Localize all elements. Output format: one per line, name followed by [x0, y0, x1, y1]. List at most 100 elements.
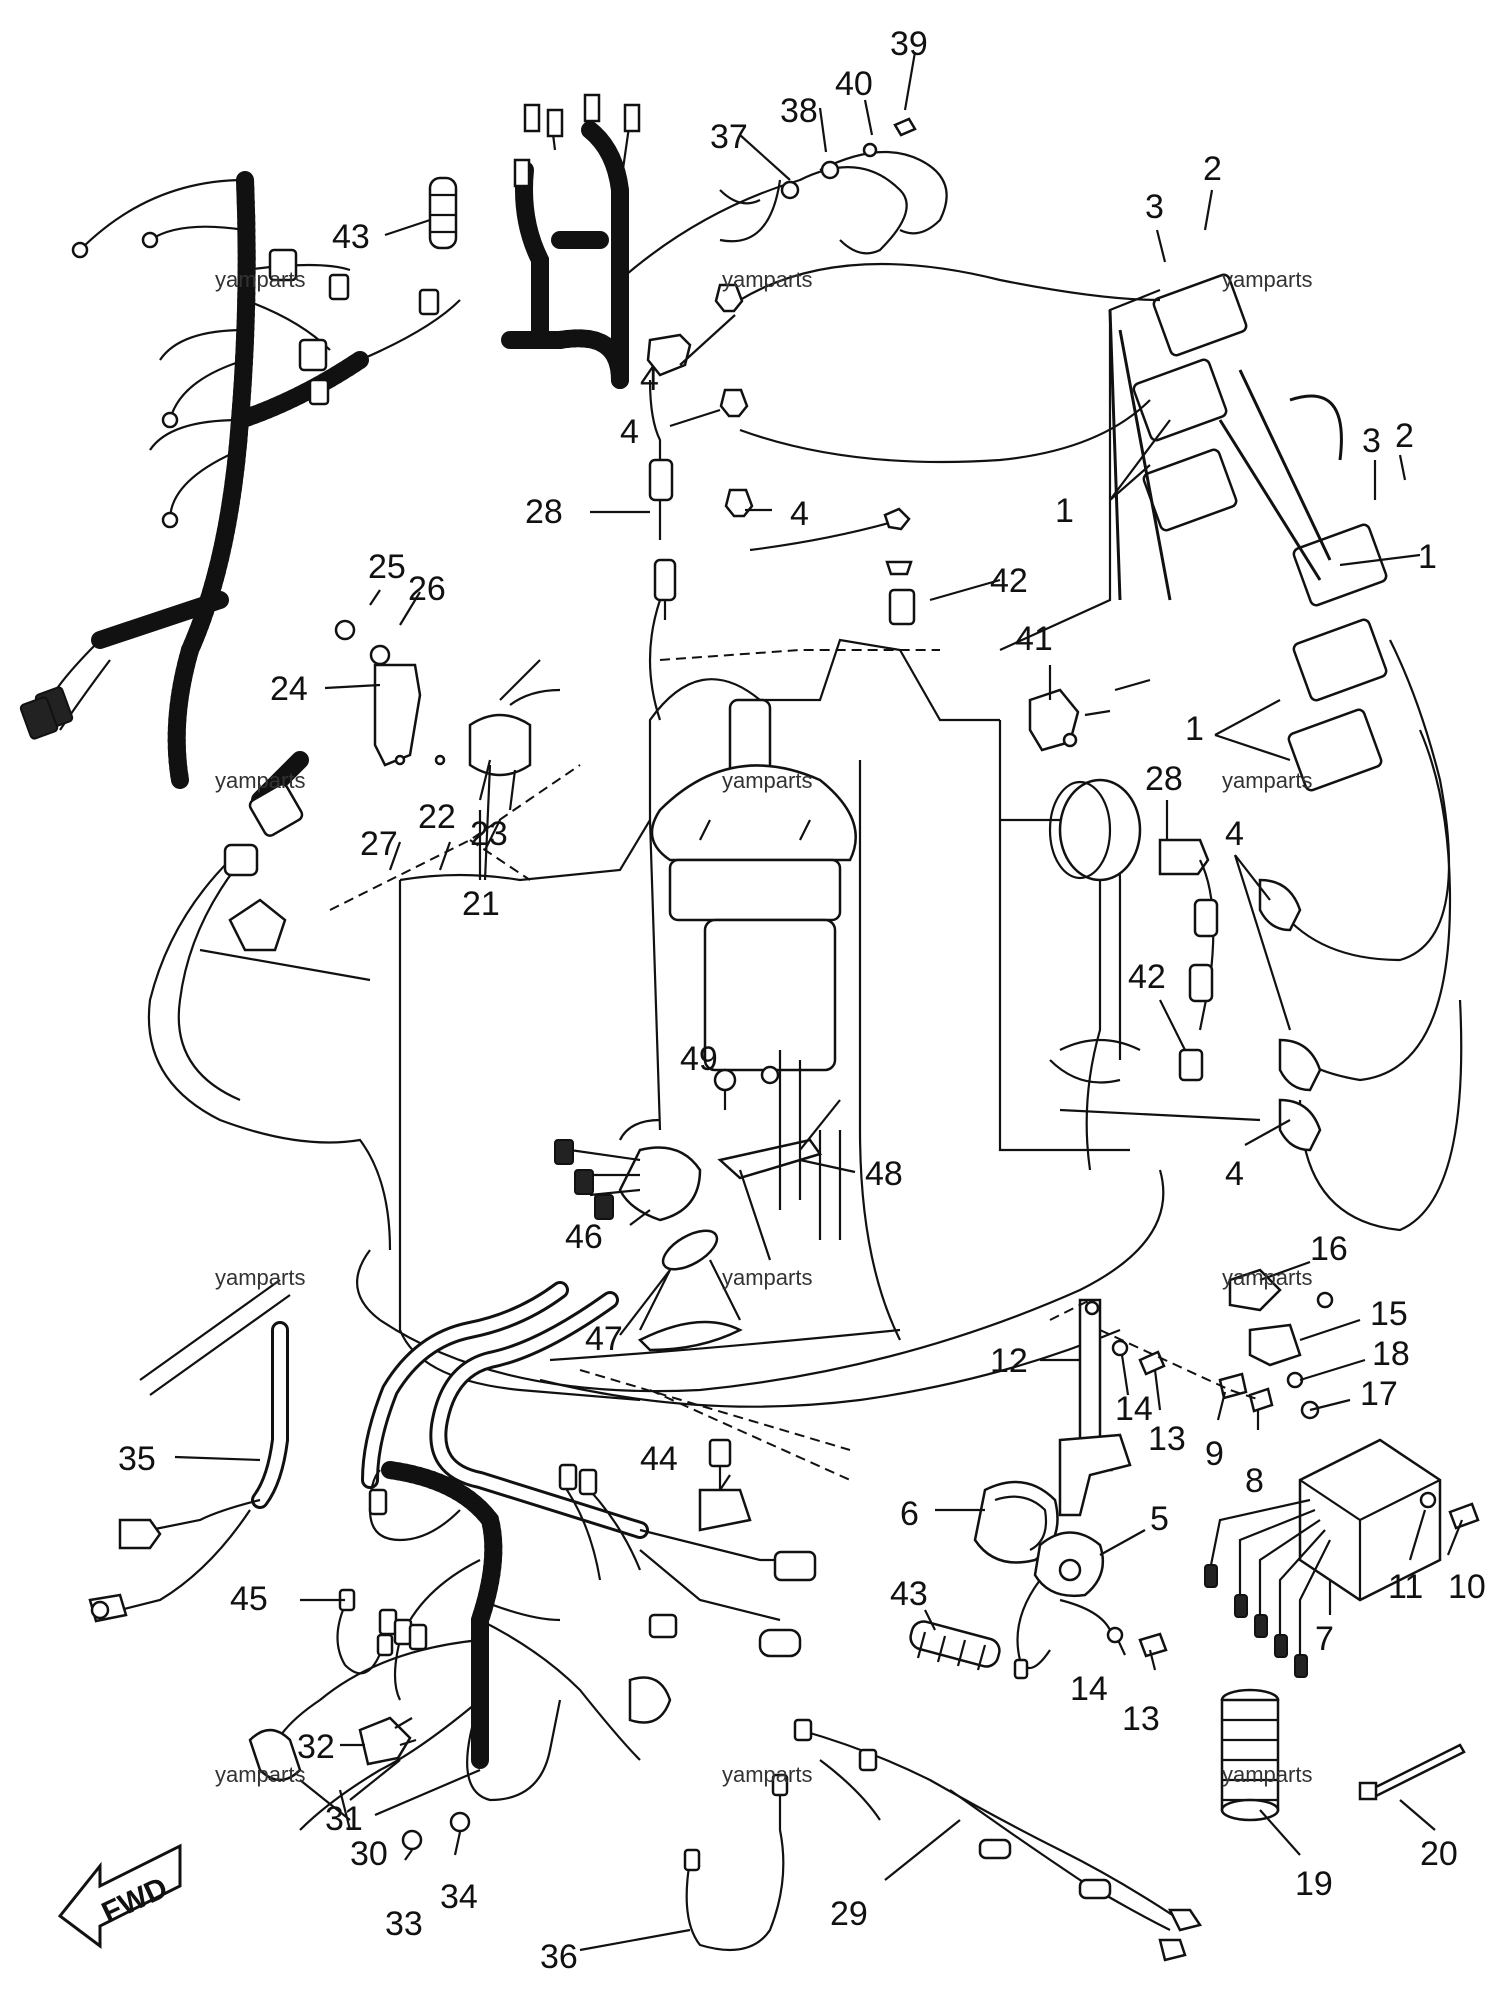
bracket-12	[1049, 1298, 1132, 1517]
bolt-13-14-upper	[1111, 1339, 1166, 1376]
callout-1: 1	[1185, 710, 1204, 748]
callout-39: 39	[890, 25, 928, 63]
wire-lead-43-tube	[428, 176, 458, 250]
watermarks: yamparts yamparts yamparts yamparts yamp…	[215, 267, 1312, 1787]
starter-relay-bracket	[329, 619, 581, 911]
callout-29: 29	[830, 1895, 868, 1933]
callout-43: 43	[890, 1575, 928, 1613]
cable-tie-20	[1358, 1743, 1466, 1801]
watermark: yamparts	[215, 1265, 305, 1290]
callout-14: 14	[1115, 1390, 1153, 1428]
terminal-16-15	[1228, 1268, 1334, 1367]
watermark: yamparts	[722, 267, 812, 292]
callout-4: 4	[620, 413, 639, 451]
watermark: yamparts	[215, 768, 305, 793]
plug-cap-28-right	[1158, 838, 1219, 1031]
collar-9-8	[1099, 1329, 1274, 1413]
callout-18: 18	[1372, 1335, 1410, 1373]
watermark: yamparts	[215, 1762, 305, 1787]
callout-38: 38	[780, 92, 818, 130]
callout-5: 5	[1150, 1500, 1169, 1538]
leader-lines	[174, 51, 1464, 1952]
ignition-coil-lower-1	[1287, 523, 1388, 792]
callout-14: 14	[1070, 1670, 1108, 1708]
callout-33: 33	[385, 1905, 423, 1943]
callout-23: 23	[470, 815, 508, 853]
left-main-harness	[19, 171, 461, 789]
fwd-label: FWD	[97, 1871, 173, 1930]
callout-22: 22	[418, 798, 456, 836]
watermark: yamparts	[1222, 768, 1312, 793]
top-wire-harness	[501, 93, 641, 389]
bracket-48	[713, 1050, 841, 1261]
callout-28: 28	[525, 493, 563, 531]
connector-46	[554, 1118, 702, 1222]
connector-42	[883, 507, 1204, 1082]
callout-13: 13	[1122, 1700, 1160, 1738]
watermark: yamparts	[1222, 1762, 1312, 1787]
callout-4: 4	[1225, 1155, 1244, 1193]
callout-28: 28	[1145, 760, 1183, 798]
callout-35: 35	[118, 1440, 156, 1478]
fwd-arrow: FWD	[57, 1843, 182, 1949]
wire-lead-37-38	[619, 117, 948, 281]
callout-7: 7	[1315, 1620, 1334, 1658]
callout-4: 4	[640, 360, 659, 398]
wire-lead-29	[793, 1718, 1203, 1962]
watermark: yamparts	[1222, 1265, 1312, 1290]
callout-15: 15	[1370, 1295, 1408, 1333]
callout-3: 3	[1145, 188, 1164, 226]
tube-43-lower	[909, 1620, 1001, 1671]
cable-36	[683, 1773, 789, 1952]
regulator-7	[1204, 1438, 1480, 1678]
callout-31: 31	[325, 1800, 363, 1838]
relay-32	[358, 1716, 417, 1766]
callout-16: 16	[1310, 1230, 1348, 1268]
plug-cap-28	[646, 333, 692, 620]
nut-33-34	[401, 1811, 471, 1851]
callout-2: 2	[1395, 417, 1414, 455]
callout-42: 42	[990, 562, 1028, 600]
callout-34: 34	[440, 1878, 478, 1916]
grommet-47	[637, 1229, 743, 1352]
callout-43: 43	[332, 218, 370, 256]
sensor-5	[1013, 1531, 1111, 1680]
callout-45: 45	[230, 1580, 268, 1618]
cdi-unit-center	[650, 698, 857, 1085]
callout-30: 30	[350, 1835, 388, 1873]
callout-46: 46	[565, 1218, 603, 1256]
callout-9: 9	[1205, 1435, 1224, 1473]
cap-ring-1	[1048, 778, 1261, 1171]
watermark: yamparts	[722, 1265, 812, 1290]
callout-32: 32	[297, 1728, 335, 1766]
callout-19: 19	[1295, 1865, 1333, 1903]
engine-block	[356, 599, 1165, 1408]
watermark: yamparts	[215, 267, 305, 292]
left-battery-cable	[147, 751, 392, 1251]
wire-lead-45	[336, 1588, 394, 1675]
spark-plug-caps	[714, 262, 1463, 1232]
callout-3: 3	[1362, 422, 1381, 460]
callout-8: 8	[1245, 1462, 1264, 1500]
callout-36: 36	[540, 1938, 578, 1976]
callout-40: 40	[835, 65, 873, 103]
bracket-44	[579, 1369, 851, 1532]
callout-24: 24	[270, 670, 308, 708]
callout-37: 37	[710, 118, 748, 156]
callout-21: 21	[462, 885, 500, 923]
watermark: yamparts	[722, 768, 812, 793]
callout-4: 4	[1225, 815, 1244, 853]
callout-17: 17	[1360, 1375, 1398, 1413]
callout-47: 47	[585, 1320, 623, 1358]
callout-1: 1	[1418, 538, 1437, 576]
callout-27: 27	[360, 825, 398, 863]
callout-20: 20	[1420, 1835, 1458, 1873]
callout-26: 26	[408, 570, 446, 608]
callout-numbers: 39 40 38 37 43 2 3 4 4 4 28 3 2 1 1 42 2…	[118, 25, 1486, 1976]
callout-49: 49	[680, 1040, 718, 1078]
callout-11: 11	[1388, 1568, 1423, 1606]
callout-10: 10	[1448, 1568, 1486, 1606]
callout-6: 6	[900, 1495, 919, 1533]
callout-4: 4	[790, 495, 809, 533]
ignition-coil-upper-1	[1132, 273, 1248, 532]
